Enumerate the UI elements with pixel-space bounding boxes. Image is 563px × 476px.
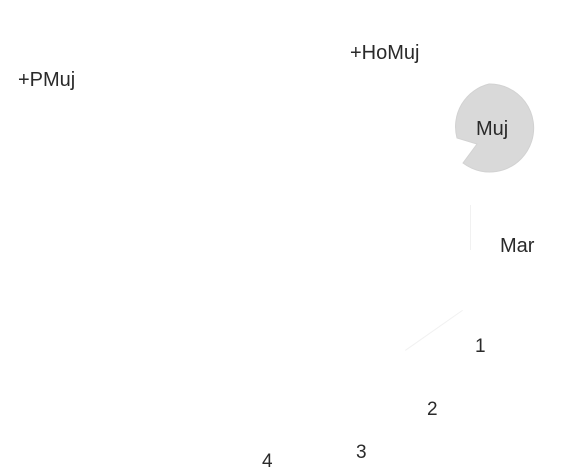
label-homuj: +HoMuj — [350, 42, 420, 64]
label-muj: Muj — [476, 118, 509, 140]
faint-connector — [405, 309, 463, 351]
label-1: 1 — [475, 336, 486, 357]
label-mar: Mar — [500, 235, 535, 257]
muj-node-shape — [455, 83, 535, 173]
label-2: 2 — [427, 399, 438, 420]
muj-node — [443, 82, 535, 174]
label-4: 4 — [262, 451, 273, 472]
faint-connector — [470, 205, 471, 250]
label-pmuj: +PMuj — [18, 69, 76, 91]
label-3: 3 — [356, 442, 367, 463]
